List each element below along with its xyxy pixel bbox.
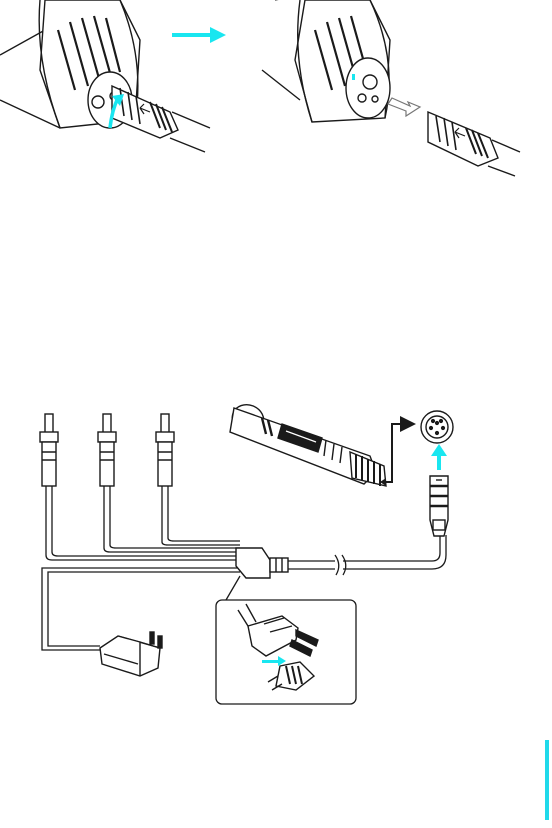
mic-plug-step-1 — [0, 0, 210, 152]
main-cable — [288, 535, 446, 575]
mic-plug-step-2 — [262, 0, 520, 176]
rca-plug-right — [156, 414, 174, 486]
black-connector-arrow-icon — [382, 424, 414, 482]
inset-pointer — [226, 576, 240, 600]
grey-right-arrow-icon — [388, 98, 420, 116]
rca-cables — [42, 486, 240, 650]
alignment-mark — [352, 74, 355, 80]
mini-din-socket — [421, 411, 453, 443]
power-adapter — [100, 632, 162, 676]
cyan-up-arrow-icon — [431, 444, 447, 470]
cable-junction — [236, 548, 288, 578]
rca-plug-middle — [98, 414, 116, 486]
microphone — [228, 400, 386, 486]
mini-din-plug — [430, 476, 448, 536]
cyan-right-arrow-icon — [172, 27, 226, 43]
rca-plug-left — [40, 414, 58, 486]
page-side-bar — [545, 740, 549, 820]
